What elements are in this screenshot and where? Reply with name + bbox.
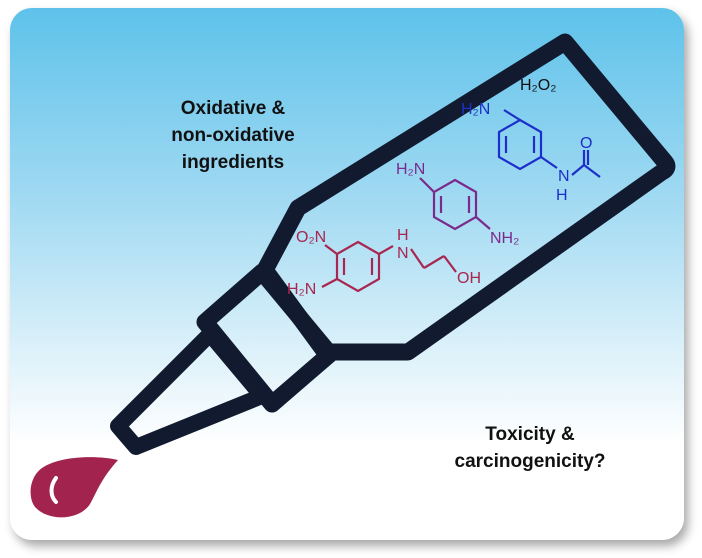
- ppd-h2n-label: H₂N: [396, 161, 425, 178]
- acet-nh2-label: H₂N: [461, 101, 490, 118]
- acetaminophen-molecule: [497, 109, 601, 178]
- toxicity-line2: carcinogenicity?: [454, 451, 606, 472]
- ppd-nh2-label: NH₂: [490, 230, 519, 247]
- ppd-molecule: [419, 177, 491, 231]
- drop-highlight: [49, 476, 58, 504]
- bottle-body: [256, 33, 676, 361]
- liquid-drop: [30, 457, 118, 518]
- graphical-abstract-card: [10, 8, 684, 540]
- hc-h2n-label: H₂N: [287, 281, 316, 298]
- bottle-nozzle: [110, 326, 270, 455]
- hc-oh-label: OH: [457, 270, 481, 287]
- acet-o-label: O: [580, 135, 592, 152]
- toxicity-line1: Toxicity &: [485, 424, 575, 445]
- acet-n-label: N: [558, 168, 570, 185]
- hc-n-label: N: [397, 245, 409, 262]
- acet-h-label: H: [556, 187, 568, 204]
- hc-red-molecule: [321, 240, 457, 293]
- ingredients-line2: non-oxidative ingredients: [171, 125, 295, 173]
- hc-o2n-label: O₂N: [296, 229, 326, 246]
- toxicity-label: Toxicity & carcinogenicity?: [430, 421, 630, 475]
- ingredients-line1: Oxidative &: [180, 98, 286, 119]
- bottle-cap: [196, 263, 339, 413]
- hc-h-label: H: [397, 227, 409, 244]
- ingredients-label: Oxidative & non-oxidative ingredients: [118, 95, 348, 176]
- h2o2-label: H₂O₂: [520, 77, 556, 94]
